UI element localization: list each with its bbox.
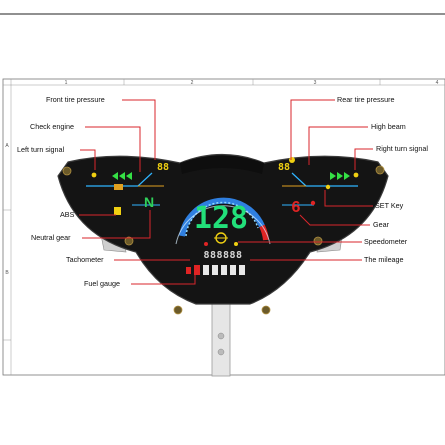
left-indicator-dot-icon xyxy=(91,172,97,178)
cluster-wing-lines xyxy=(86,172,358,206)
status-dot-icon xyxy=(325,184,331,190)
neutral-indicator: N xyxy=(144,194,154,210)
check-engine-icon xyxy=(114,184,123,190)
leader-set-key xyxy=(324,190,373,207)
leader-lines xyxy=(79,99,373,285)
left-turn-signal-icon xyxy=(112,172,132,180)
label-gear: Gear xyxy=(373,220,390,229)
frame-row-b: B xyxy=(5,270,9,276)
warning-dot-icon xyxy=(234,242,238,246)
leader-high-beam xyxy=(308,126,368,165)
frame-col-2: 2 xyxy=(191,80,194,86)
mileage-digits: 888888 xyxy=(203,250,242,261)
fuel-pump-icon xyxy=(186,267,191,274)
leader-left-turn xyxy=(80,149,96,170)
speedometer-digits: 128 xyxy=(194,201,248,236)
leader-front-tire xyxy=(122,99,156,160)
front-tire-pressure-digits: 88 xyxy=(157,162,169,173)
label-neutral-gear: Neutral gear xyxy=(31,233,71,242)
abs-icon xyxy=(114,207,121,215)
fuel-gauge-bars xyxy=(194,265,245,275)
leader-fuel xyxy=(131,275,196,285)
label-right-turn-signal: Right turn signal xyxy=(376,144,428,153)
tachometer-ring xyxy=(175,197,271,245)
leader-right-turn xyxy=(354,148,373,170)
warning-dot-icon xyxy=(204,242,208,246)
right-turn-signal-icon xyxy=(330,172,350,180)
label-set-key: SET Key xyxy=(375,201,404,210)
label-front-tire-pressure: Front tire pressure xyxy=(46,95,105,104)
gear-indicator: 6 xyxy=(292,199,301,216)
label-check-engine: Check engine xyxy=(30,122,74,131)
mounting-stem xyxy=(211,295,231,377)
right-indicator-dot-icon xyxy=(353,172,359,178)
frame-col-1: 1 xyxy=(65,80,68,86)
high-beam-icon xyxy=(289,157,295,163)
frame-col-3: 3 xyxy=(314,80,317,86)
frame-col-4: 4 xyxy=(436,80,439,86)
leader-check-engine xyxy=(85,126,141,172)
label-tachometer: Tachometer xyxy=(66,255,104,264)
leader-neutral xyxy=(82,210,151,239)
label-high-beam: High beam xyxy=(371,122,406,131)
label-left-turn-signal: Left turn signal xyxy=(17,145,65,154)
leader-rear-tire xyxy=(290,99,335,160)
rear-tire-pressure-digits: 88 xyxy=(278,162,290,173)
label-mileage: The mileage xyxy=(364,255,404,264)
set-key-indicator-icon xyxy=(310,200,316,206)
frame-row-a: A xyxy=(5,143,9,149)
label-rear-tire-pressure: Rear tire pressure xyxy=(337,95,395,104)
label-speedometer: Speedometer xyxy=(364,237,408,246)
service-warning-icon xyxy=(214,232,228,244)
leader-gear xyxy=(299,214,370,226)
label-abs: ABS xyxy=(60,210,75,219)
label-fuel-gauge: Fuel gauge xyxy=(84,279,120,288)
